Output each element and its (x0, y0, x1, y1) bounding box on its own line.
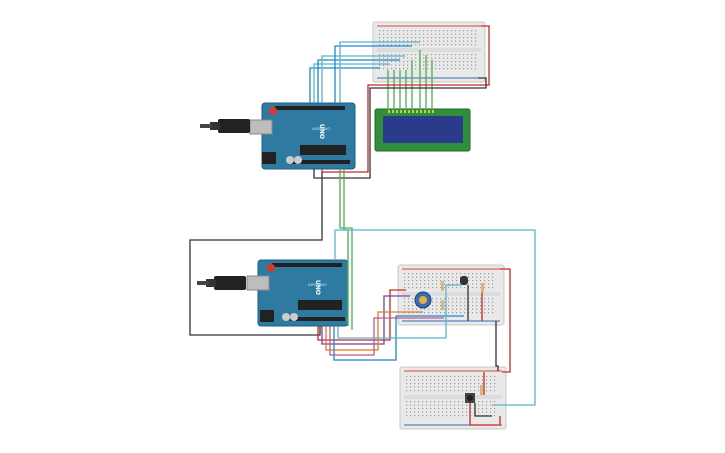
board-label-bottom: UNO (314, 280, 321, 295)
breadboard-top[interactable] (372, 21, 486, 83)
arduino-uno-bottom[interactable]: UNO ARDUINO (246, 259, 349, 327)
reset-button-top[interactable] (269, 107, 277, 115)
wires (189, 25, 536, 426)
usb-cable-top[interactable] (200, 119, 250, 133)
pushbutton[interactable] (465, 393, 475, 403)
board-label-top: UNO (318, 124, 325, 139)
temperature-sensor[interactable] (460, 276, 468, 285)
resistor (480, 385, 483, 395)
board-brand-top: ARDUINO (312, 126, 330, 131)
lcd-display[interactable] (374, 108, 471, 152)
breadboard-middle[interactable] (397, 264, 505, 326)
board-brand-bottom: ARDUINO (308, 282, 326, 287)
usb-cable-bottom[interactable] (197, 276, 246, 290)
lcd-pins (388, 110, 434, 113)
breadboard-bottom[interactable] (399, 366, 507, 430)
reset-button-bottom[interactable] (267, 264, 275, 272)
potentiometer[interactable] (414, 291, 432, 309)
arduino-uno-top[interactable]: UNO ARDUINO (249, 102, 356, 170)
resistor (441, 281, 484, 310)
